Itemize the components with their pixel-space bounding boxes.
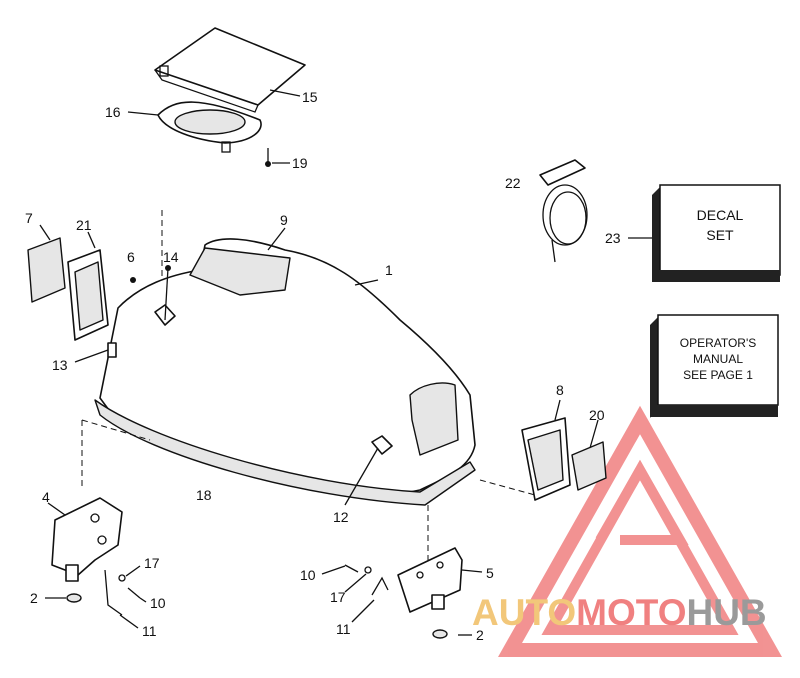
decal-line-1: DECAL bbox=[697, 207, 744, 223]
screw-part-10-right bbox=[344, 564, 359, 573]
callout-22: 22 bbox=[505, 175, 521, 191]
watermark-auto: AUTO bbox=[472, 592, 576, 633]
callout-7: 7 bbox=[25, 210, 33, 226]
decal-line-2: SET bbox=[706, 227, 734, 243]
screw-part-19 bbox=[265, 148, 271, 167]
manual-line-3: SEE PAGE 1 bbox=[683, 368, 753, 382]
cable-part-22 bbox=[539, 159, 588, 263]
callout-20: 20 bbox=[589, 407, 605, 423]
watermark-text: AUTOMOTOHUB bbox=[472, 592, 767, 633]
callout-1: 1 bbox=[385, 262, 393, 278]
fastener-part-6 bbox=[130, 277, 136, 283]
screw-part-14 bbox=[164, 265, 171, 321]
watermark-logo bbox=[498, 405, 782, 657]
callout-16: 16 bbox=[105, 104, 121, 120]
link-part-11-left bbox=[104, 569, 123, 616]
clip-part-13 bbox=[107, 342, 117, 358]
callout-17-right: 17 bbox=[330, 589, 346, 605]
hood-cover-part-15 bbox=[154, 27, 306, 113]
callout-9: 9 bbox=[280, 212, 288, 228]
callout-11-left: 11 bbox=[142, 623, 157, 639]
hood-seal-part-16 bbox=[157, 101, 262, 153]
callout-4: 4 bbox=[42, 489, 50, 505]
plate-part-7 bbox=[27, 237, 66, 303]
grommet-part-2-right bbox=[432, 629, 448, 639]
grille-part-8 bbox=[521, 417, 571, 501]
plate-part-20 bbox=[571, 441, 607, 491]
operators-manual-box bbox=[650, 314, 779, 418]
manual-line-2: MANUAL bbox=[693, 352, 743, 366]
callout-15: 15 bbox=[302, 89, 318, 105]
callout-18: 18 bbox=[196, 487, 212, 503]
grommet-part-2-left bbox=[66, 593, 82, 603]
bracket-part-4 bbox=[51, 497, 123, 582]
screw-part-10-left bbox=[127, 587, 141, 599]
washer-part-17-right bbox=[364, 566, 372, 574]
callout-2-right: 2 bbox=[476, 627, 484, 643]
callout-6: 6 bbox=[127, 249, 135, 265]
bracket-part-5 bbox=[397, 547, 463, 613]
callout-10-right: 10 bbox=[300, 567, 316, 583]
callout-10-left: 10 bbox=[150, 595, 166, 611]
grille-part-21 bbox=[67, 249, 109, 341]
manual-line-1: OPERATOR'S bbox=[680, 336, 757, 350]
callout-14: 14 bbox=[163, 249, 179, 265]
callout-21: 21 bbox=[76, 217, 92, 233]
callout-17-left: 17 bbox=[144, 555, 160, 571]
callout-11-right: 11 bbox=[336, 621, 351, 637]
callout-19: 19 bbox=[292, 155, 308, 171]
callout-2-left: 2 bbox=[30, 590, 38, 606]
callout-23: 23 bbox=[605, 230, 621, 246]
link-part-11-right bbox=[371, 576, 389, 596]
washer-part-17-left bbox=[118, 574, 126, 582]
callout-5: 5 bbox=[486, 565, 494, 581]
callout-12: 12 bbox=[333, 509, 349, 525]
watermark-hub: HUB bbox=[686, 592, 766, 633]
decal-set-box bbox=[652, 184, 781, 282]
callout-13: 13 bbox=[52, 357, 68, 373]
watermark-moto: MOTO bbox=[576, 592, 686, 633]
motor-cover-part-1 bbox=[94, 238, 476, 506]
callout-8: 8 bbox=[556, 382, 564, 398]
